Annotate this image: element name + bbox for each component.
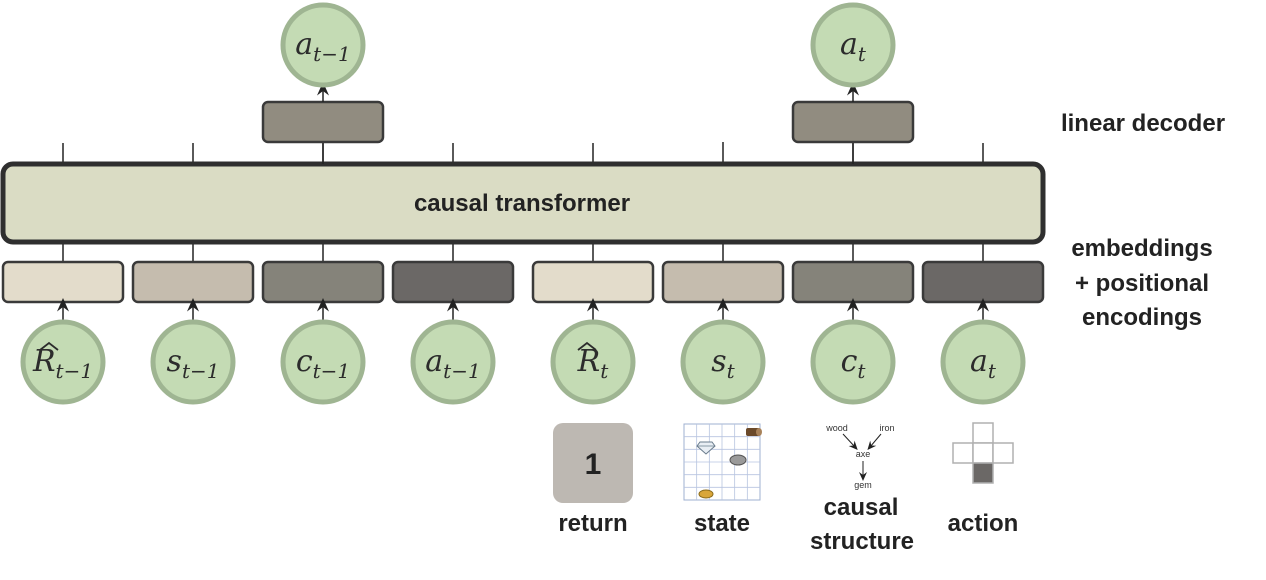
output-token-node <box>810 2 896 88</box>
token-symbol: ct−1 <box>296 344 350 383</box>
action-up-cell <box>972 422 994 444</box>
causal-node-gem: gem <box>854 480 872 490</box>
token-symbol: Rt <box>577 344 610 383</box>
legend-return: 1 return <box>553 423 633 537</box>
wood-icon <box>746 428 762 436</box>
return-box <box>553 423 633 503</box>
input-token-node <box>150 319 236 405</box>
input-token-node <box>810 319 896 405</box>
gem-icon <box>696 441 716 455</box>
input-token-node <box>940 319 1026 405</box>
embeddings-row <box>1 260 1045 304</box>
transformer-label: causal transformer <box>414 190 630 217</box>
legend-action: action <box>948 422 1019 537</box>
action-left-cell <box>952 442 974 464</box>
input-tokens-row: Rt−1 st−1 ct−1 at−1 Rt st ct at <box>20 298 1026 405</box>
embedding-box <box>1 260 125 304</box>
output-tokens-row: at−1 at <box>280 2 896 102</box>
input-token-node <box>680 319 766 405</box>
linear-decoder-box <box>261 100 385 144</box>
linear-decoder-label: linear decoder <box>1061 110 1225 137</box>
token-symbol: at <box>840 27 867 66</box>
output-token-node <box>280 2 366 88</box>
embedding-box <box>531 260 655 304</box>
token-symbol: at−1 <box>425 344 480 383</box>
action-center-cell <box>972 442 994 464</box>
gold-icon <box>698 489 714 499</box>
return-hat <box>577 341 597 351</box>
input-token-node <box>410 319 496 405</box>
legend-state: state <box>683 423 762 537</box>
linear-decoder-box <box>791 100 915 144</box>
causal-transformer-block: causal transformer <box>0 161 1046 245</box>
action-down-cell-selected <box>972 462 994 484</box>
token-symbol: at−1 <box>295 27 350 66</box>
state-grid-image <box>683 423 761 501</box>
return-value: 1 <box>585 448 602 481</box>
linear-decoders <box>261 100 915 164</box>
embedding-box <box>661 260 785 304</box>
action-right-cell <box>992 442 1014 464</box>
edge-wood-axe <box>842 433 858 450</box>
action-label: action <box>948 510 1019 537</box>
embedding-box <box>261 260 385 304</box>
return-label: return <box>558 510 627 537</box>
embeddings-label-line1: embeddings <box>1071 235 1212 262</box>
input-token-node <box>280 319 366 405</box>
input-token-node <box>550 319 636 405</box>
causal-node-iron: iron <box>879 423 894 433</box>
causal-node-axe: axe <box>856 449 871 459</box>
embedding-box <box>131 260 255 304</box>
embeddings-label-line3: encodings <box>1082 304 1202 331</box>
causal-node-wood: wood <box>825 423 848 433</box>
legend-causal-structure: wood iron axe gem causal structure <box>810 423 914 555</box>
token-symbol: at <box>970 344 997 383</box>
state-label: state <box>694 510 750 537</box>
token-symbol: Rt−1 <box>32 344 93 383</box>
token-symbol: st <box>711 344 735 383</box>
token-symbol: st−1 <box>167 344 220 383</box>
embedding-box <box>791 260 915 304</box>
embedding-box <box>391 260 515 304</box>
iron-icon <box>729 454 747 466</box>
edge-iron-axe <box>867 433 882 451</box>
causal-label-line2: structure <box>810 528 914 555</box>
causal-label-line1: causal <box>824 494 899 521</box>
input-token-node <box>20 319 106 405</box>
embedding-box <box>921 260 1045 304</box>
embeddings-label-line2: + positional <box>1075 270 1209 297</box>
token-symbol: ct <box>841 344 867 383</box>
return-hat <box>39 341 59 351</box>
